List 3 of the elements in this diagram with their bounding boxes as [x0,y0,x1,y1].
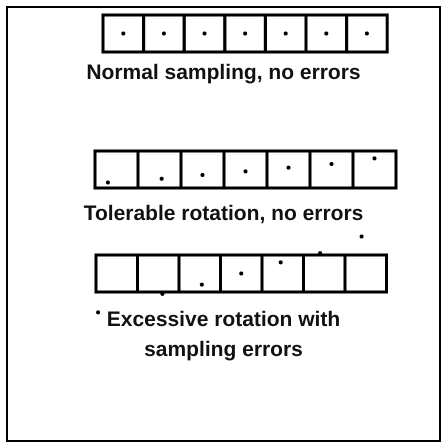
caption: Excessive rotation with sampling errors [106,307,342,363]
caption: Normal sampling, no errors [85,60,362,86]
caption: Tolerable rotation, no errors [82,201,364,227]
